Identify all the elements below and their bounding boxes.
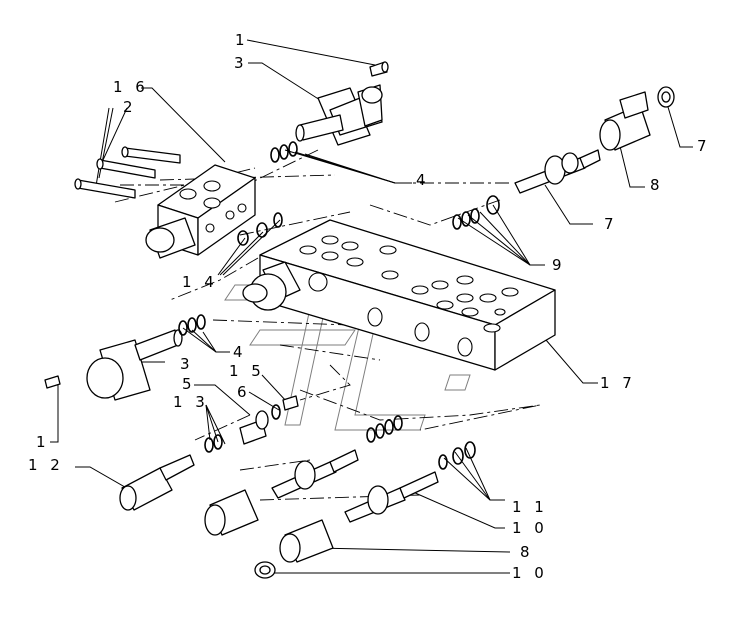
washers [254,86,675,579]
callout-3-lower: 3 [180,355,194,373]
callout-16: 1 6 [113,78,149,96]
callout-13: 1 3 [173,393,209,411]
small-pilot-valve [239,395,299,445]
callout-10-mid: 1 0 [512,519,548,537]
callout-7-right: 7 [697,137,711,155]
callout-labels: 1 3 1 6 2 4 7 8 7 9 1 4 3 4 1 5 5 1 3 6 … [28,31,711,582]
callout-4-lower: 4 [233,343,247,361]
main-valve-block [242,219,556,371]
o-rings [178,141,500,470]
spool-valves [271,149,601,523]
callout-1-top: 1 [235,31,249,49]
callout-5: 5 [182,375,196,393]
callout-12: 1 2 [28,456,64,474]
callout-7-mid: 7 [604,215,618,233]
mounting-bolts [74,146,181,199]
callout-3-top: 3 [234,54,248,72]
callout-17: 1 7 [600,374,636,392]
callout-1-lower: 1 [36,433,50,451]
callout-9: 9 [552,256,566,274]
upper-manifold-block [145,164,256,259]
callout-15: 1 5 [229,362,265,380]
end-plug [119,454,195,511]
callout-11: 1 1 [512,498,548,516]
callout-4-top: 4 [416,171,430,189]
callout-8-right: 8 [650,176,664,194]
callout-10-lower: 1 0 [512,564,548,582]
callout-8-lower: 8 [520,543,534,561]
end-caps [204,91,651,563]
lower-solenoid-actuator [44,329,183,401]
callout-2: 2 [123,98,137,116]
callout-14: 1 4 [182,273,218,291]
callout-6: 6 [237,383,251,401]
top-solenoid-actuator [295,61,389,146]
